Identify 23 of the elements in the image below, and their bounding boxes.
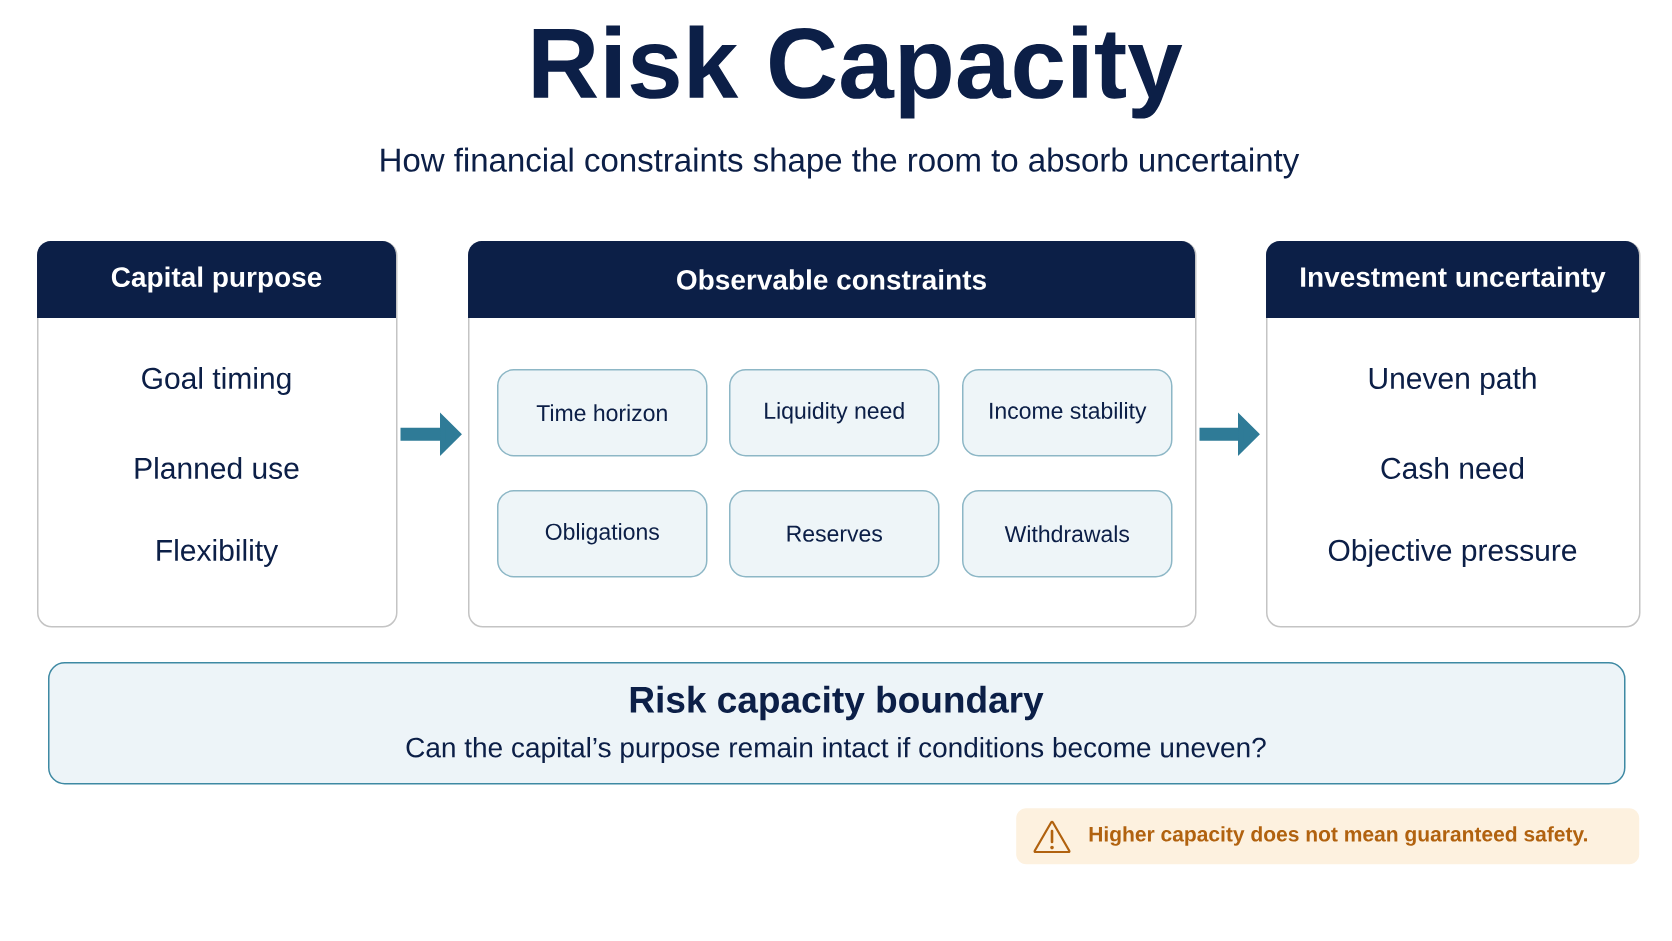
box-heading: Risk capacity boundary	[630, 685, 1044, 721]
boundary-box	[48, 662, 1626, 785]
question-text: Can the capital’s purpose remain intact if conditions become uneven?	[406, 736, 1266, 764]
panel-header: Investment uncertainty	[1266, 241, 1639, 318]
panel	[1266, 241, 1641, 628]
subtitle: How financial constraints shape the room to absorb uncertainty	[381, 147, 1300, 179]
list-item: Uneven path	[1369, 367, 1536, 395]
constraint-chip: Withdrawals	[962, 490, 1173, 578]
constraint-chip: Liquidity need	[729, 369, 940, 457]
list-item: Goal timing	[142, 367, 291, 395]
title: Risk Capacity	[533, 25, 1183, 119]
list-item: Planned use	[135, 457, 299, 479]
panel-header: Observable constraints	[468, 241, 1195, 318]
list-item: Flexibility	[157, 539, 279, 567]
list-item: Cash need	[1381, 457, 1524, 479]
list-item: Objective pressure	[1328, 539, 1577, 567]
constraint-chip: Income stability	[962, 369, 1173, 457]
warning-note: Higher capacity does not mean guaranteed safety.	[1016, 808, 1640, 865]
constraint-chip: Reserves	[729, 490, 940, 578]
panel-header: Capital purpose	[37, 241, 396, 318]
panel	[37, 241, 398, 628]
constraint-chip: Obligations	[497, 490, 708, 578]
constraint-chip: Time horizon	[497, 369, 708, 457]
